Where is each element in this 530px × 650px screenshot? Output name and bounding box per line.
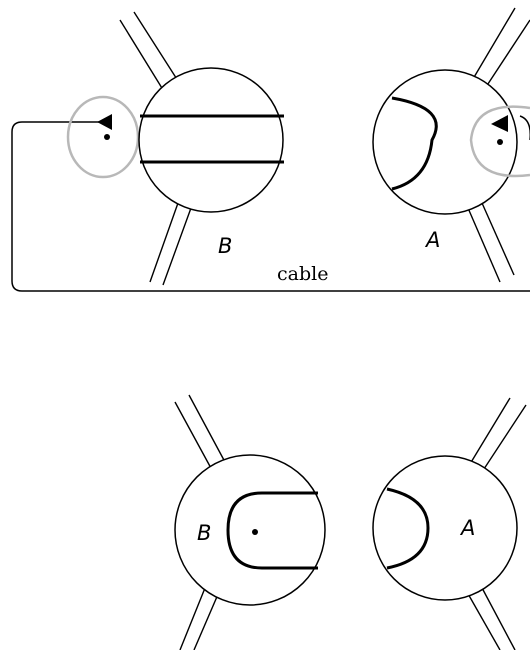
cable-label: cable (277, 263, 328, 285)
u-band (226, 491, 318, 570)
dot-b-bottom (252, 529, 258, 535)
dot-b-top (104, 134, 110, 140)
arm-lower-b-1 (149, 202, 179, 283)
branch-b-top: B (66, 11, 284, 286)
arc-a-top (391, 96, 438, 191)
arrowhead-a (491, 115, 508, 132)
cable-loop (11, 121, 530, 292)
arm-upper-b-bottom-1 (174, 401, 213, 471)
bottom-panel: B A (174, 394, 527, 650)
arm-lower-a-bottom-2 (480, 585, 516, 650)
label-b-top: B (218, 234, 232, 258)
branch-a-top: A (372, 7, 530, 283)
gray-loop-b (66, 95, 140, 179)
branch-b-bottom: B (174, 394, 326, 650)
arm-upper-a-2 (481, 19, 530, 94)
arm-upper-a-1 (469, 7, 516, 85)
arm-upper-b-2 (133, 11, 181, 85)
arc-a-bottom (386, 487, 430, 570)
dot-a-top (497, 139, 503, 145)
gray-loop-a (469, 105, 530, 178)
top-panel: B A cable (11, 7, 530, 292)
arm-lower-a-2 (481, 202, 515, 276)
arm-lower-b-2 (162, 207, 192, 286)
arm-lower-a-1 (467, 207, 501, 283)
arm-lower-b-bottom-1 (179, 587, 206, 650)
label-a-bottom: A (459, 516, 475, 540)
arm-upper-b-bottom-2 (188, 394, 226, 463)
arm-lower-a-bottom-1 (466, 591, 501, 650)
label-b-bottom: B (197, 521, 211, 545)
arm-upper-a-bottom-1 (469, 397, 511, 465)
ball-b-top (138, 67, 284, 213)
ball-a-top (372, 69, 518, 215)
arrowhead-b (97, 114, 112, 130)
arm-upper-a-bottom-2 (481, 404, 527, 473)
ball-a-bottom (372, 455, 518, 601)
arm-lower-b-bottom-2 (193, 591, 220, 650)
arm-upper-b-1 (119, 19, 166, 94)
label-a-top: A (424, 228, 440, 252)
cable-right-end (519, 115, 530, 140)
branch-a-bottom: A (372, 397, 527, 650)
